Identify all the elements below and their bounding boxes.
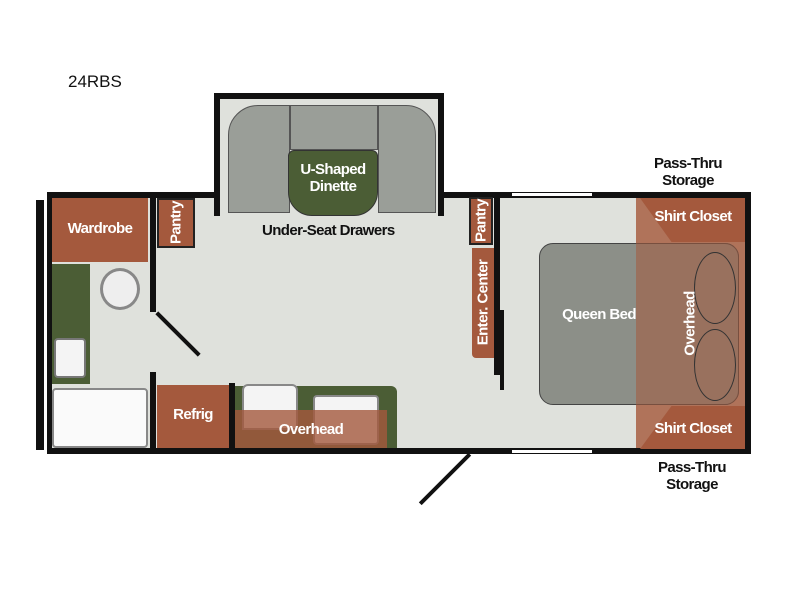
pillow-icon xyxy=(694,329,736,401)
overhead-bed-label: Overhead xyxy=(681,291,699,356)
shirt-closet-bottom-label: Shirt Closet xyxy=(654,420,733,437)
bath-wall xyxy=(150,198,156,312)
dinette-label: U-Shaped Dinette xyxy=(300,161,366,195)
wardrobe xyxy=(52,198,148,262)
dinette-seat-back xyxy=(290,105,378,150)
window-bottom xyxy=(512,450,592,453)
bedroom-door xyxy=(500,310,504,390)
wall-top-right xyxy=(444,192,750,198)
wall-left-outer xyxy=(36,200,44,450)
entry-door[interactable] xyxy=(418,452,472,506)
refrigerator xyxy=(157,385,229,448)
enter-center-label: Enter. Center xyxy=(474,259,492,346)
wall-right xyxy=(745,192,751,454)
kitchen-wall xyxy=(150,372,156,450)
overhead-kitchen xyxy=(235,410,387,448)
slideout-dinette: U-Shaped Dinette xyxy=(214,93,444,216)
sink-icon xyxy=(54,338,86,378)
wall-left xyxy=(47,192,52,454)
wardrobe-label: Wardrobe xyxy=(67,220,133,237)
refrig-wall xyxy=(229,383,235,450)
overhead-kitchen-label: Overhead xyxy=(278,421,344,438)
toilet-icon xyxy=(100,268,140,310)
pantry-left-label: Pantry xyxy=(167,200,185,245)
model-title: 24RBS xyxy=(68,72,122,91)
pass-thru-bottom-label: Pass-Thru Storage xyxy=(658,459,727,493)
refrig-label: Refrig xyxy=(173,406,213,423)
queen-bed-label: Queen Bed xyxy=(562,306,636,323)
pantry-left xyxy=(157,198,195,248)
wall-top-left xyxy=(47,192,214,198)
dinette-seat-left xyxy=(228,105,290,213)
bedroom-wall xyxy=(494,197,500,375)
pass-thru-top-label: Pass-Thru Storage xyxy=(654,155,723,189)
pantry-right-label: Pantry xyxy=(472,198,490,243)
dinette-seat-right xyxy=(378,105,436,213)
dinette-table xyxy=(288,150,378,216)
window-top xyxy=(512,193,592,196)
pillow-icon xyxy=(694,252,736,324)
pantry-right xyxy=(469,197,493,245)
wall-bottom xyxy=(47,448,750,454)
entertainment-center xyxy=(472,248,494,358)
shirt-closet-top-label: Shirt Closet xyxy=(654,208,733,225)
shower xyxy=(52,388,148,448)
under-seat-label: Under-Seat Drawers xyxy=(262,222,395,239)
